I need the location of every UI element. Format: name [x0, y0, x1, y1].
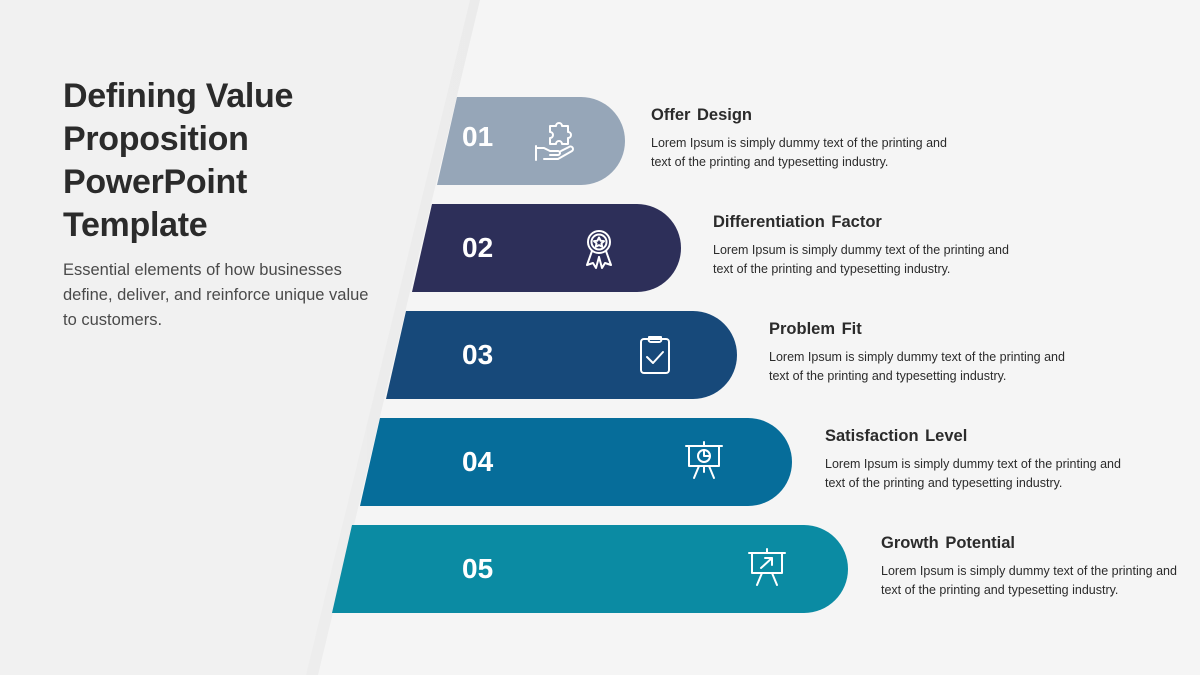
step-5-number: 05	[462, 553, 494, 584]
puzzle-hand-icon	[532, 118, 578, 164]
presentation-chart-icon	[681, 438, 727, 484]
step-2-title: Differentiation Factor	[713, 213, 882, 231]
step-2-bar	[412, 204, 681, 292]
step-1-number: 01	[462, 121, 494, 152]
step-4-description: Lorem Ipsum is simply dummy text of the …	[825, 457, 1121, 490]
step-4-title: Satisfaction Level	[825, 427, 968, 445]
clipboard-check-icon	[632, 332, 678, 378]
step-5-description: Lorem Ipsum is simply dummy text of the …	[881, 564, 1177, 597]
slide-title: Defining Value Proposition PowerPoint Te…	[63, 77, 294, 244]
award-ribbon-icon	[576, 226, 622, 272]
step-3-title: Problem Fit	[769, 320, 862, 338]
step-2-description: Lorem Ipsum is simply dummy text of the …	[713, 243, 1009, 276]
step-1-bar	[437, 97, 625, 185]
step-1-description: Lorem Ipsum is simply dummy text of the …	[651, 136, 947, 169]
step-3-number: 03	[462, 339, 494, 370]
slide-subtitle: Essential elements of how businesses def…	[63, 261, 369, 329]
step-2-number: 02	[462, 232, 494, 263]
step-5-bar	[332, 525, 848, 613]
step-3-bar	[386, 311, 737, 399]
step-4-number: 04	[462, 446, 494, 477]
step-3-description: Lorem Ipsum is simply dummy text of the …	[769, 350, 1065, 383]
step-4-bar	[360, 418, 792, 506]
step-5-title: Growth Potential	[881, 534, 1015, 552]
presentation-growth-icon	[744, 545, 790, 591]
step-1-title: Offer Design	[651, 106, 753, 124]
